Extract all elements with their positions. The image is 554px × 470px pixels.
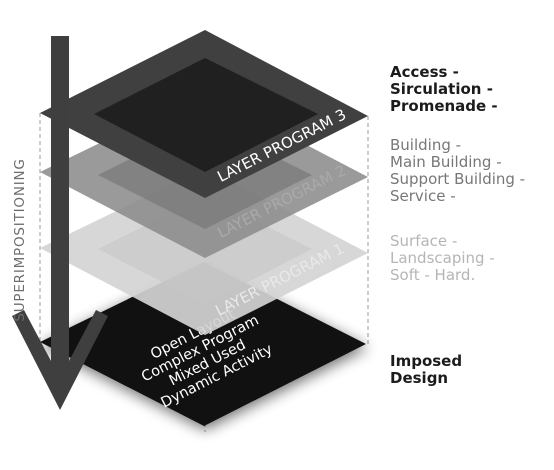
legend-building: Building - Main Building - Support Build… <box>390 137 525 205</box>
legend-building-1: Building - <box>390 136 462 154</box>
layer-program-3: LAYER PROGRAM 3 <box>40 30 368 198</box>
legend-surface-3: Soft - Hard. <box>390 266 476 284</box>
legend-access: Access - Sirculation - Promenade - <box>390 64 498 115</box>
legend-access-2: Sirculation - <box>390 80 493 98</box>
legend-surface-2: Landscaping - <box>390 249 495 267</box>
superimposing-label: SUPERIMPOSITIONING <box>12 158 28 321</box>
legend-surface-1: Surface - <box>390 232 458 250</box>
legend-building-3: Support Building - <box>390 170 526 188</box>
down-arrow-icon <box>12 36 108 410</box>
legend-access-3: Promenade - <box>390 97 498 115</box>
legend-building-2: Main Building - <box>390 153 502 171</box>
legend-imposed-1: Imposed <box>390 352 463 370</box>
legend-access-1: Access - <box>390 63 459 81</box>
legend-surface: Surface - Landscaping - Soft - Hard. <box>390 233 495 284</box>
base-plate: Open Layout Complex Program Mixed Used D… <box>40 262 368 430</box>
legend-imposed: Imposed Design <box>390 353 462 387</box>
legend-building-4: Service - <box>390 187 456 205</box>
side-label-wrap: SUPERIMPOSITIONING <box>12 158 28 321</box>
legend-imposed-2: Design <box>390 369 449 387</box>
